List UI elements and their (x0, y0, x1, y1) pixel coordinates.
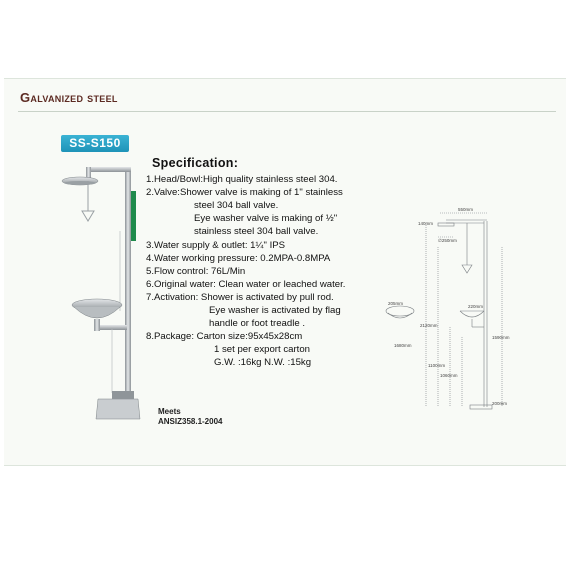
spec-line: Eye washer is activated by flag (209, 305, 341, 317)
dim-right-height: 1590mm (492, 335, 510, 340)
dim-head-drop: 140mm (418, 221, 433, 226)
spec-line: 1.Head/Bowl:High quality stainless steel… (146, 174, 338, 186)
title-divider (18, 111, 556, 112)
standard-code: ANSIZ358.1-2004 (158, 417, 223, 426)
dim-top-width: 550mm (458, 207, 473, 212)
specification-block: Specification: 1.Head/Bowl:High quality … (146, 156, 346, 370)
dim-base: 200mm (492, 401, 507, 406)
dimension-diagram: 550mm 140mm ∅250mm 205mm 220mm 2120mm 16… (385, 207, 510, 410)
spec-line: G.W. :16kg N.W. :15kg (214, 357, 312, 369)
spec-line: 2.Valve:Shower valve is making of 1" sta… (146, 187, 343, 199)
spec-line: steel 304 ball valve. (194, 200, 279, 212)
spec-line: 8.Package: Carton size:95x45x28cm (146, 331, 303, 343)
spec-line: 7.Activation: Shower is activated by pul… (146, 291, 334, 303)
meets-label: Meets (158, 407, 181, 416)
page-title: Galvanized steel (20, 90, 118, 105)
model-badge: SS-S150 (61, 135, 129, 152)
spec-line: 5.Flow control: 76L/Min (146, 265, 246, 277)
spec-line: 6.Original water: Clean water or leached… (146, 278, 346, 290)
spec-line: Eye washer valve is making of ½" (194, 213, 338, 225)
standard-note: Meets ANSIZ358.1-2004 (158, 407, 222, 427)
spec-line: 4.Water working pressure: 0.2MPA-0.8MPA (146, 252, 331, 264)
spec-line: 3.Water supply & outlet: 1¼" IPS (146, 239, 286, 251)
spec-heading: Specification: (152, 156, 239, 170)
spec-line: handle or foot treadle . (209, 318, 306, 330)
dim-bowl-height: 1100mm (428, 363, 445, 368)
spec-line: 1 set per export carton (214, 344, 310, 356)
dim-bowl-dia: 205mm (388, 301, 403, 306)
dim-pull-height: 1680mm (394, 343, 412, 348)
product-card: Galvanized steel SS-S150 (4, 78, 566, 466)
product-image (61, 167, 141, 420)
dim-total-height: 2120mm (420, 323, 438, 328)
dim-pipe-height: 1060mm (440, 373, 458, 378)
spec-line: stainless steel 304 ball valve. (194, 226, 319, 238)
dim-bowl-width: 220mm (468, 304, 483, 309)
dim-head-dia: ∅250mm (438, 238, 457, 243)
